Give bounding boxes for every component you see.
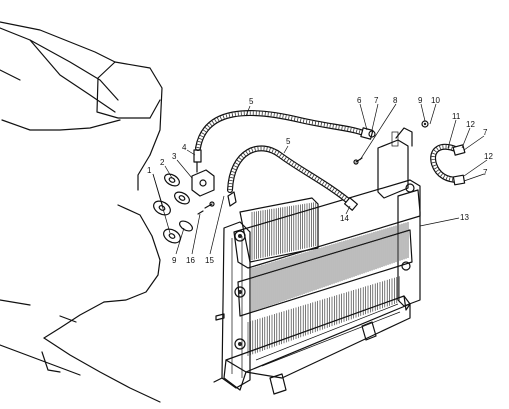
label-8: 8 [393, 96, 398, 105]
label-5b: 5 [286, 137, 291, 146]
label-10: 10 [431, 96, 440, 105]
label-11: 11 [452, 112, 461, 121]
label-13: 13 [460, 213, 469, 222]
valve-adapter [191, 149, 237, 207]
callout-labels: 1 2 3 4 5 5 6 7 8 9 10 11 12 7 12 7 13 1… [147, 96, 493, 265]
label-12b: 12 [484, 152, 493, 161]
flange-gasket-lower [153, 200, 193, 244]
label-5a: 5 [249, 97, 254, 106]
flange-gasket-upper [164, 173, 190, 205]
vehicle-body-outline [0, 21, 163, 403]
label-12a: 12 [466, 120, 475, 129]
label-15: 15 [205, 256, 214, 265]
label-7a: 7 [374, 96, 379, 105]
label-7c: 7 [483, 168, 488, 177]
oil-cooler-core [213, 127, 421, 395]
hose-middle [227, 145, 359, 211]
label-6: 6 [357, 96, 362, 105]
label-3: 3 [172, 152, 177, 161]
hose-upper [195, 110, 376, 151]
label-16: 16 [186, 256, 195, 265]
label-7b: 7 [483, 128, 488, 137]
label-1: 1 [147, 166, 152, 175]
label-9b: 9 [172, 256, 177, 265]
label-14: 14 [340, 214, 349, 223]
label-4: 4 [182, 143, 187, 152]
label-2: 2 [160, 158, 165, 167]
leader-lines [152, 103, 488, 255]
label-9a: 9 [418, 96, 423, 105]
hose-loop-right [430, 143, 466, 186]
